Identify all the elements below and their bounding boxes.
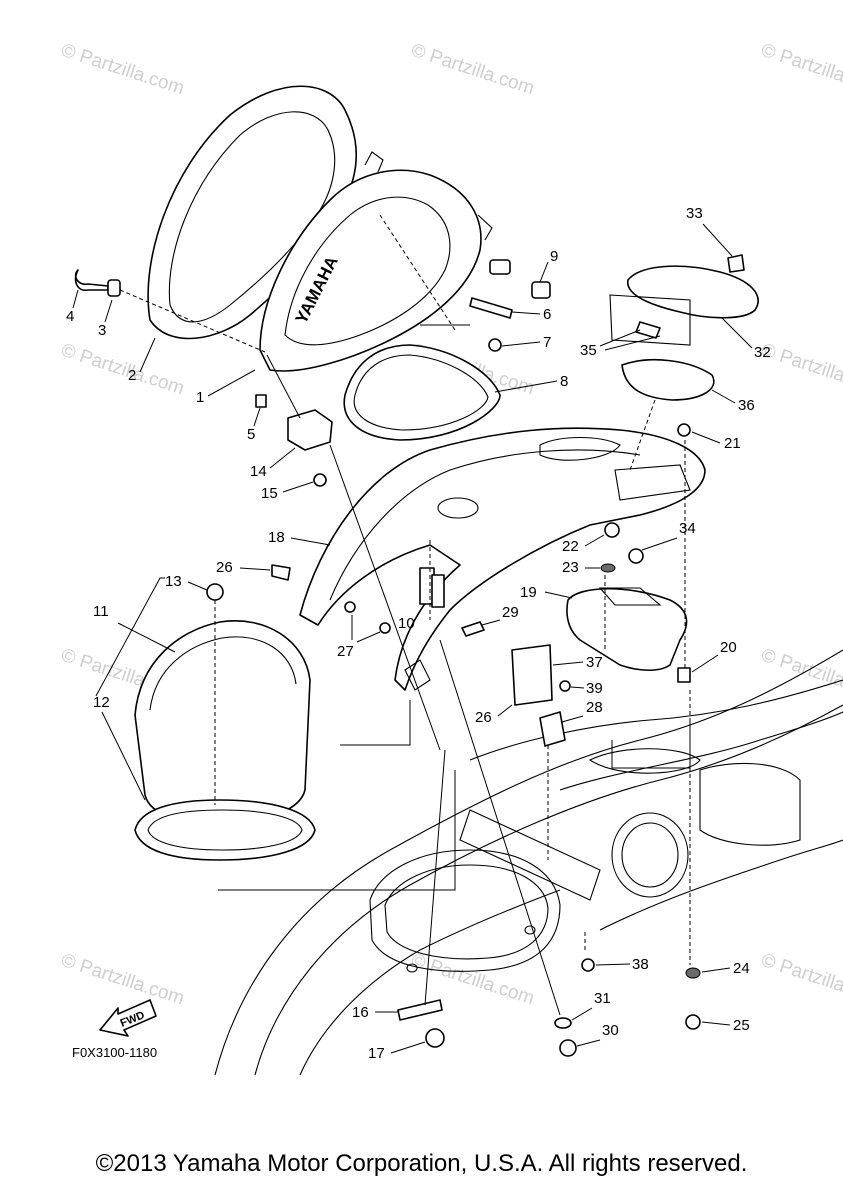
callout-label: 1 [196, 389, 204, 406]
callout-label: 4 [66, 308, 74, 325]
copyright-notice: ©2013 Yamaha Motor Corporation, U.S.A. A… [95, 1150, 748, 1177]
callout-label: 21 [724, 435, 741, 452]
front-hood: YAMAHA [147, 85, 493, 372]
callout-label: 7 [543, 334, 551, 351]
callout-label: 17 [368, 1045, 385, 1062]
callout-label: 20 [720, 639, 737, 656]
callout-label: 3 [98, 322, 106, 339]
glove-box [566, 587, 688, 672]
watermark: © Partzilla.com [58, 40, 186, 100]
callout-label: 18 [268, 529, 285, 546]
callout-label: 24 [733, 960, 750, 977]
callout-label: 5 [247, 426, 255, 443]
watermark: © Partzilla.com [58, 340, 186, 400]
callout-label: 11 [93, 603, 109, 620]
callout-label: 27 [337, 643, 354, 660]
callout-label: 34 [679, 520, 696, 537]
callout-label: 37 [586, 654, 603, 671]
callout-label: 25 [733, 1017, 750, 1034]
watermark: © Partzilla.com [758, 40, 843, 100]
callout-label: 28 [586, 699, 603, 716]
watermark: © Partzilla.com [408, 40, 536, 100]
alignment-lines [119, 214, 691, 1016]
callout-label: 15 [261, 485, 278, 502]
callout-label: 14 [250, 463, 267, 480]
callout-label: 33 [686, 205, 703, 222]
callout-label: 19 [520, 584, 537, 601]
callout-label: 10 [398, 615, 415, 632]
callout-label: 12 [93, 694, 110, 711]
callout-label: 22 [562, 538, 579, 555]
callout-label: 2 [128, 367, 136, 384]
fwd-arrow-icon: FWD [99, 999, 157, 1037]
callout-label: 26 [216, 559, 233, 576]
storage-bin [134, 600, 316, 861]
callout-label: 38 [632, 956, 649, 973]
callout-label: 6 [543, 306, 551, 323]
callout-label: 35 [580, 342, 597, 359]
rear-lid [609, 265, 759, 346]
lid-pad [621, 359, 715, 401]
callout-label: 29 [502, 604, 519, 621]
watermark: © Partzilla.com [58, 950, 186, 1010]
callout-label: 9 [550, 248, 558, 265]
hood-seal [343, 344, 501, 441]
callout-label: 23 [562, 559, 579, 576]
callouts: 1 2 3 4 5 6 7 8 9 10 11 12 13 14 15 16 1… [66, 205, 771, 1062]
callout-label: 32 [754, 344, 771, 361]
diagram-code: F0X3100-1180 [72, 1045, 158, 1060]
callout-label: 8 [560, 373, 568, 390]
callout-label: 16 [352, 1004, 369, 1021]
callout-label: 26 [475, 709, 492, 726]
watermark: © Partzilla.com [758, 340, 843, 400]
hardware [74, 254, 745, 1057]
callout-label: 13 [165, 573, 182, 590]
callout-label: 31 [594, 990, 611, 1007]
callout-label: 36 [738, 397, 755, 414]
callout-label: 30 [602, 1022, 619, 1039]
watermark: © Partzilla.com [758, 950, 843, 1010]
callout-label: 39 [586, 680, 603, 697]
